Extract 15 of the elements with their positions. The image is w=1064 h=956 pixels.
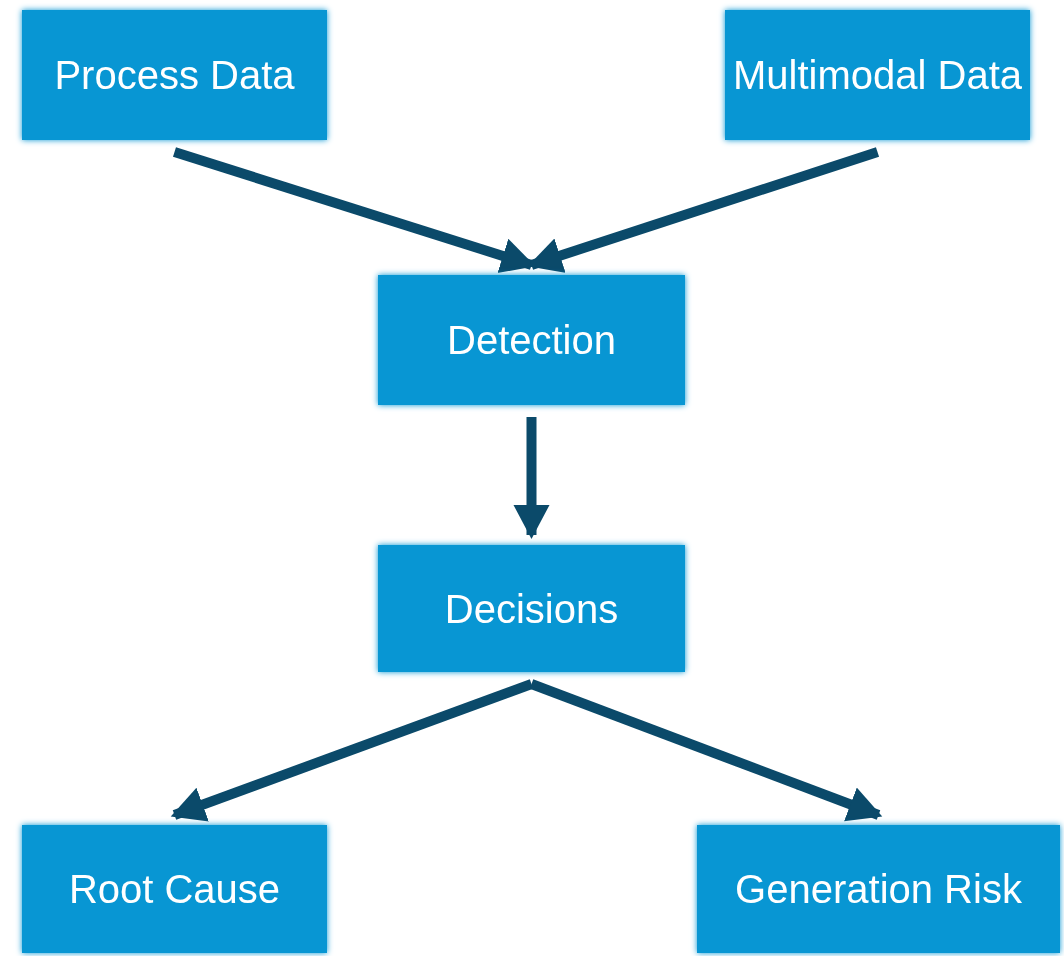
box-label: Root Cause [68, 866, 281, 913]
arrow [170, 679, 534, 822]
box-label: Decisions [444, 585, 619, 633]
process-box [378, 545, 685, 672]
box-label: Detection [447, 317, 616, 364]
box-label: Generation Risk [735, 866, 1022, 913]
process-box [22, 825, 327, 953]
process-box [378, 275, 685, 405]
process-box [725, 10, 1030, 140]
process-box [22, 10, 327, 140]
box-label: Multimodal Data [733, 52, 1022, 99]
arrow [529, 679, 883, 822]
arrow [513, 417, 550, 539]
process-box [697, 825, 1060, 953]
box-label: Process Data [54, 52, 295, 99]
